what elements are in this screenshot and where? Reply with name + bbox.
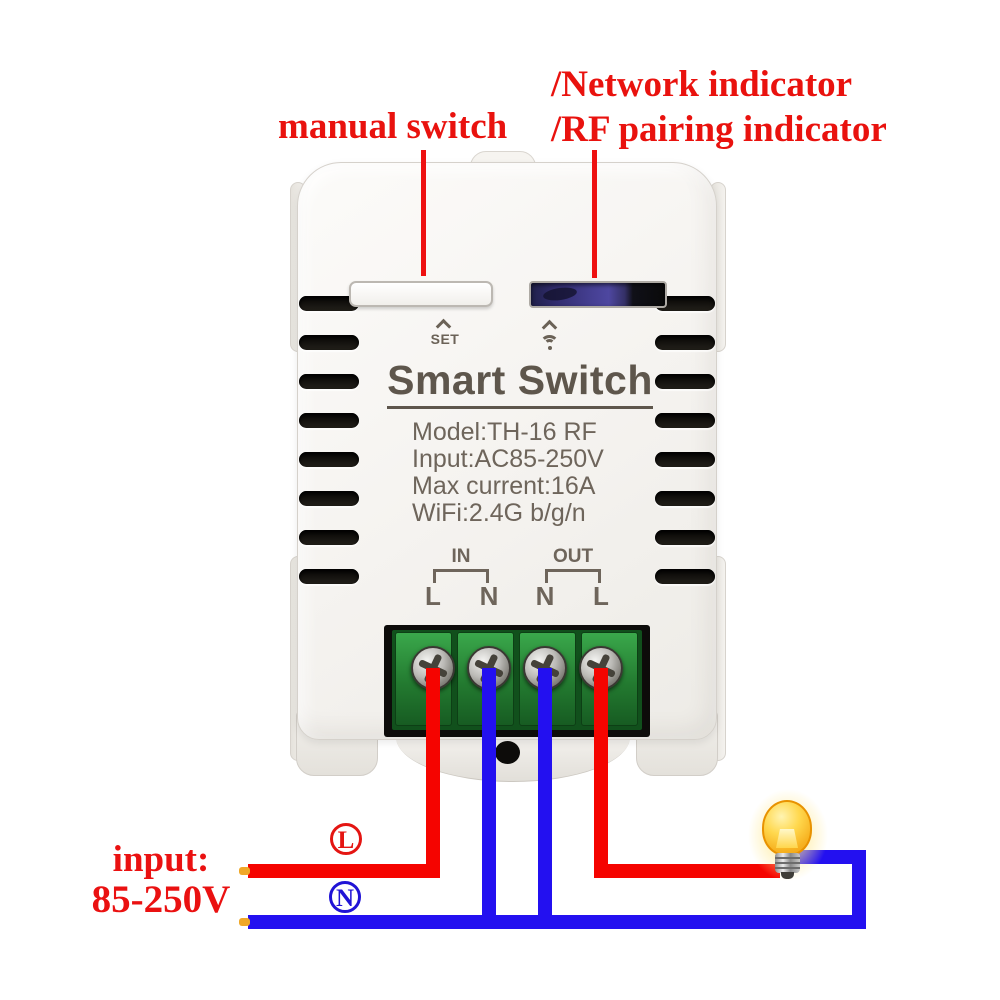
neutral-wire	[248, 915, 866, 929]
live-out-wire	[594, 864, 780, 878]
input-label: input:	[112, 839, 210, 880]
led-reflection	[542, 285, 578, 303]
wifi-icon	[548, 346, 552, 350]
pin-label-n-out: N	[535, 581, 555, 611]
vent-slot	[655, 569, 715, 584]
network-indicator-label: /Network indicator	[551, 64, 853, 105]
vent-slot	[655, 452, 715, 467]
vent-slot	[655, 296, 715, 311]
mount-hole	[495, 741, 520, 764]
neutral-circle-label: N	[329, 881, 361, 913]
light-bulb-icon	[762, 800, 812, 856]
out-group-label: OUT	[552, 546, 594, 567]
pin-label-l-in: L	[425, 581, 441, 611]
device-title: Smart Switch	[320, 357, 720, 409]
wifi-icon	[540, 335, 559, 353]
live-in-wire	[426, 668, 440, 878]
vent-slot	[299, 491, 359, 506]
led-indicator-window	[529, 281, 667, 308]
bulb-filament	[776, 829, 798, 848]
vent-slot	[299, 374, 359, 389]
wire-end-tip	[239, 867, 250, 875]
bulb-screw-base	[775, 853, 800, 873]
spec-input: Input:AC85-250V	[412, 445, 604, 473]
spec-model: Model:TH-16 RF	[412, 418, 597, 446]
live-in-wire	[248, 864, 440, 878]
in-group-label: IN	[451, 546, 471, 567]
vent-slot	[655, 374, 715, 389]
neutral-out-wire	[538, 668, 552, 929]
vent-slot	[655, 335, 715, 350]
indicator-pointer-line	[592, 150, 597, 278]
vent-slot	[299, 452, 359, 467]
input-voltage-label: input: 85-250V	[70, 840, 252, 920]
input-voltage-range: 85-250V	[91, 878, 231, 921]
in-bracket	[433, 569, 489, 583]
live-out-wire	[594, 668, 608, 878]
vent-slot	[299, 413, 359, 428]
spec-max-current: Max current:16A	[412, 472, 596, 500]
pin-label-l-out: L	[593, 581, 609, 611]
manual-switch-label: manual switch	[278, 106, 508, 147]
pin-label-n-in: N	[479, 581, 499, 611]
set-label: SET	[430, 331, 460, 347]
manual-switch-button	[349, 281, 493, 307]
wifi-icon	[544, 339, 555, 350]
rf-pairing-indicator-label: /RF pairing indicator	[551, 109, 887, 150]
vent-slot	[299, 296, 359, 311]
vent-slot	[655, 491, 715, 506]
device-specs: Model:TH-16 RF Input:AC85-250V Max curre…	[412, 419, 604, 527]
live-circle-label: L	[330, 823, 362, 855]
wire-end-tip	[239, 918, 250, 926]
bulb-base-tip	[781, 872, 794, 879]
spec-wifi: WiFi:2.4G b/g/n	[412, 499, 586, 527]
vent-slot	[299, 335, 359, 350]
neutral-in-wire	[482, 668, 496, 929]
vent-slot	[655, 413, 715, 428]
vent-slot	[299, 530, 359, 545]
vent-slot	[299, 569, 359, 584]
vent-slot	[655, 530, 715, 545]
indicator-label: /Network indicator /RF pairing indicator	[551, 62, 887, 152]
manual-switch-pointer-line	[421, 150, 426, 276]
out-bracket	[545, 569, 601, 583]
neutral-loop-wire	[852, 850, 866, 929]
